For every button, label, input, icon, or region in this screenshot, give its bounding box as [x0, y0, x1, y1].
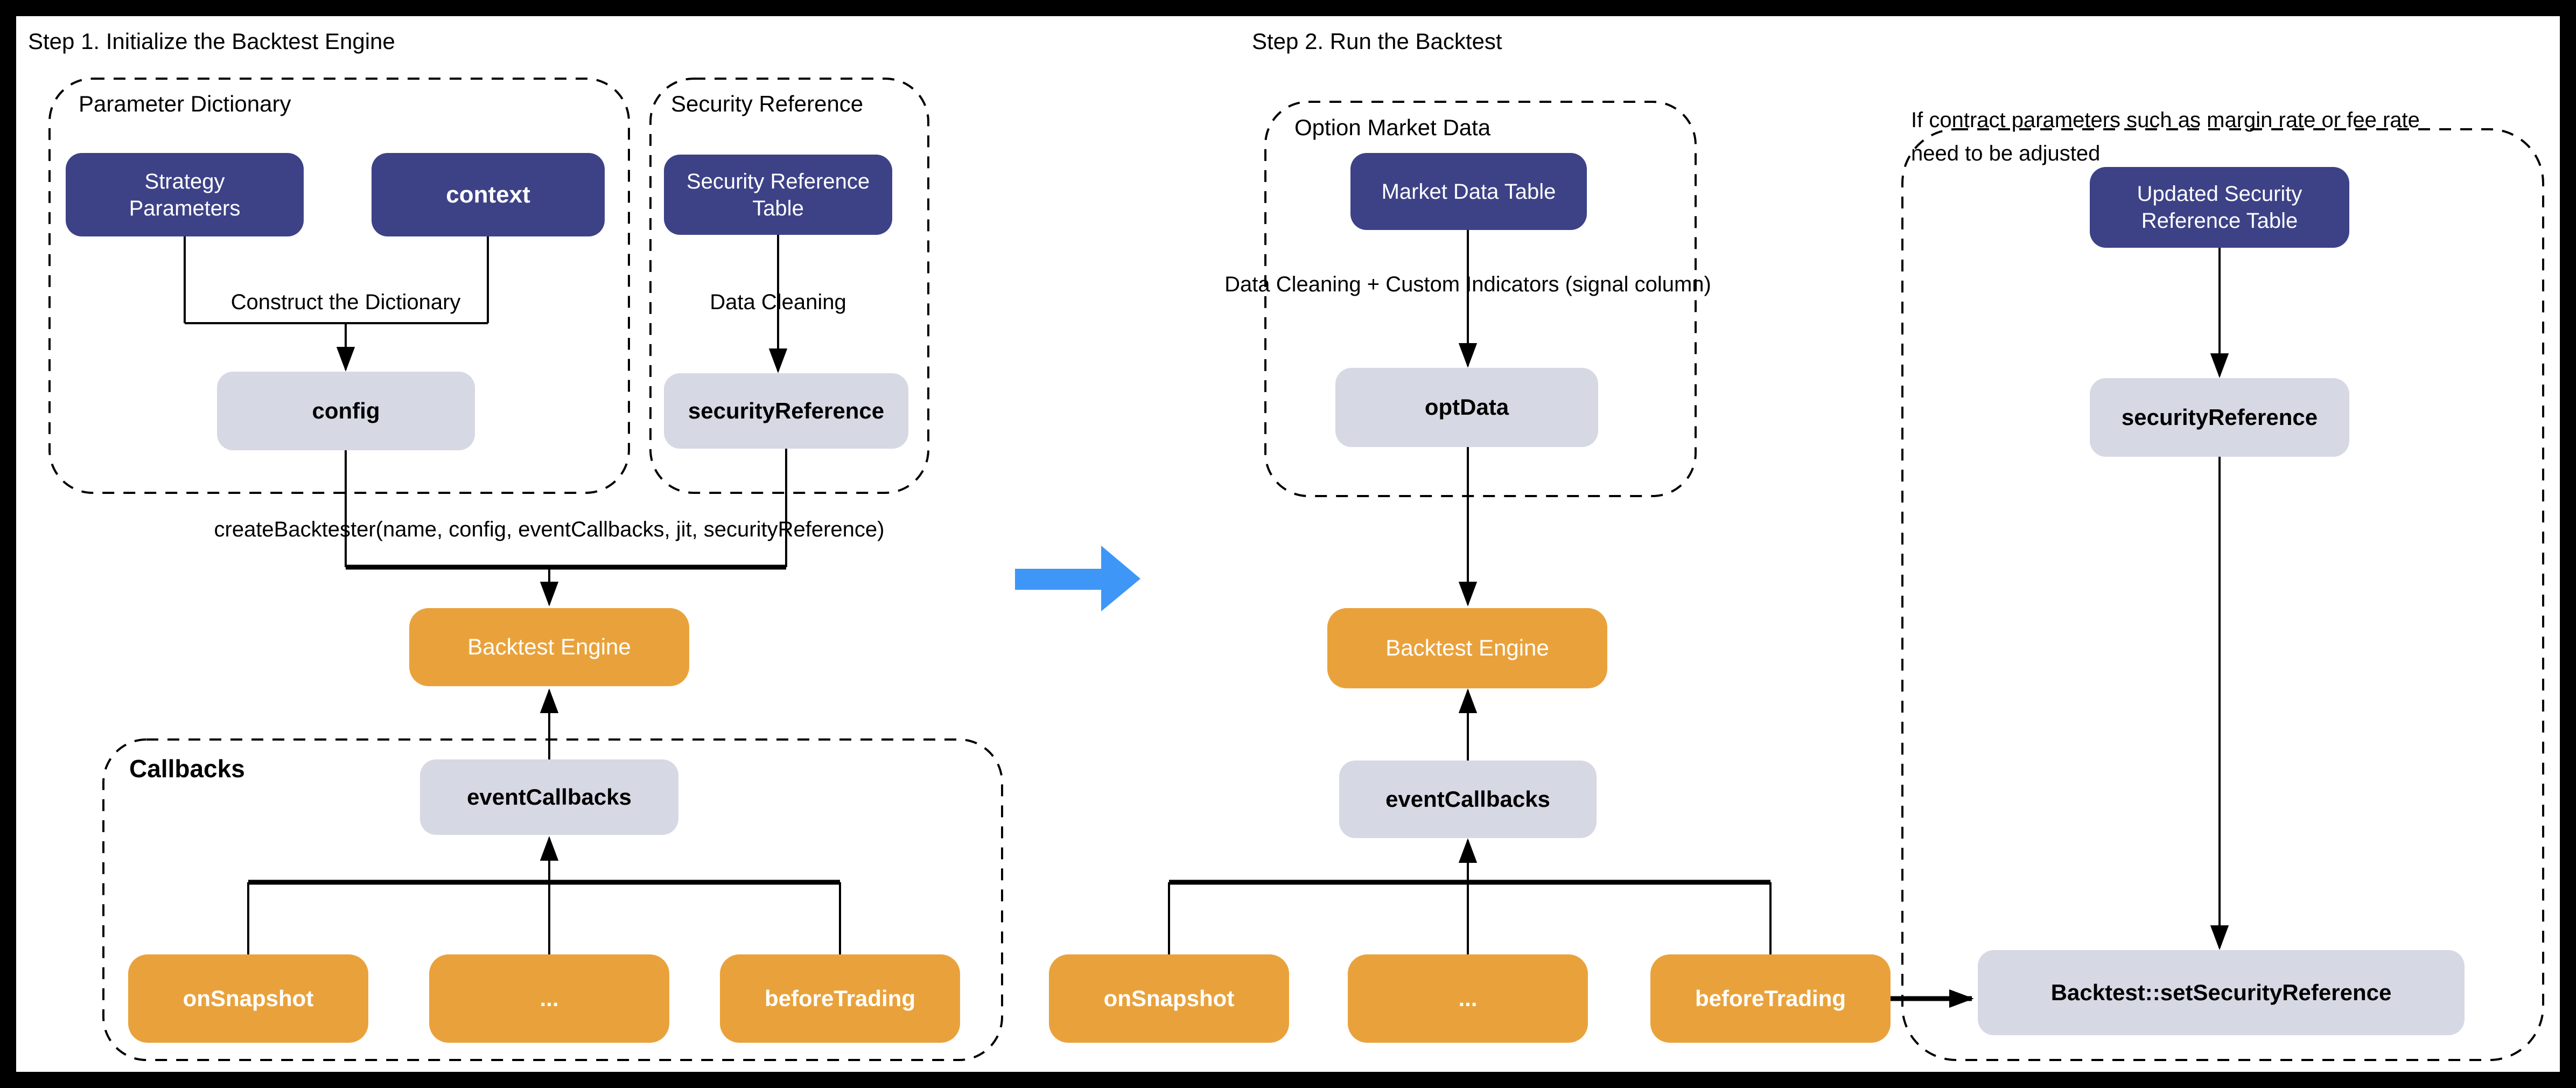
optdata-node: optData	[1335, 368, 1598, 447]
security-reference-node-step2: securityReference	[2090, 378, 2349, 457]
context-node: context	[372, 153, 605, 236]
group-option-market-data	[1264, 101, 1697, 497]
step2-title: Step 2. Run the Backtest	[1252, 29, 1502, 54]
strategy-parameters-node: Strategy Parameters	[66, 153, 304, 236]
config-node: config	[217, 372, 475, 450]
security-reference-result-node: securityReference	[664, 373, 908, 449]
create-backtester-call-label: createBacktester(name, config, eventCall…	[214, 518, 885, 541]
security-reference-result-text: securityReference	[688, 397, 885, 423]
market-data-table-text: Market Data Table	[1381, 179, 1556, 204]
set-security-reference-node: Backtest::setSecurityReference	[1978, 950, 2465, 1035]
security-reference-label: Security Reference	[671, 91, 864, 116]
beforetrading-text-step1: beforeTrading	[764, 985, 916, 1011]
option-market-data-label: Option Market Data	[1294, 115, 1491, 140]
security-reference-text-step2: securityReference	[2121, 404, 2318, 430]
backtest-engine-node-step2: Backtest Engine	[1327, 608, 1607, 688]
eventcallbacks-node-step1: eventCallbacks	[420, 759, 678, 835]
security-reference-table-text: Security Reference Table	[686, 169, 870, 220]
onsnapshot-text-step1: onSnapshot	[183, 985, 314, 1011]
ellipsis-node-step1: ...	[429, 954, 669, 1043]
beforetrading-node-step2: beforeTrading	[1650, 954, 1891, 1043]
parameter-dictionary-label: Parameter Dictionary	[79, 91, 291, 116]
backtest-engine-node-step1: Backtest Engine	[409, 608, 689, 686]
optdata-text: optData	[1424, 394, 1509, 420]
callbacks-label: Callbacks	[129, 755, 245, 783]
adjustment-note-line2: need to be adjusted	[1911, 142, 2101, 165]
group-security-reference	[649, 78, 929, 494]
strategy-parameters-text: Strategy Parameters	[129, 169, 241, 220]
set-security-reference-text: Backtest::setSecurityReference	[2050, 979, 2392, 1005]
eventcallbacks-text-step1: eventCallbacks	[467, 784, 632, 810]
group-callbacks	[102, 738, 1003, 1061]
group-parameter-dictionary	[48, 78, 630, 494]
backtest-engine-text-step1: Backtest Engine	[467, 634, 631, 660]
data-cleaning-label: Data Cleaning	[710, 290, 846, 314]
eventcallbacks-text-step2: eventCallbacks	[1385, 786, 1550, 812]
updated-security-reference-table-text: Updated Security Reference Table	[2137, 182, 2302, 233]
onsnapshot-text-step2: onSnapshot	[1103, 985, 1235, 1011]
eventcallbacks-node-step2: eventCallbacks	[1339, 761, 1597, 838]
group-adjustment-note	[1901, 128, 2544, 1061]
data-cleaning-indicators-label: Data Cleaning + Custom Indicators (signa…	[1224, 273, 1711, 296]
security-reference-table-node: Security Reference Table	[664, 155, 892, 235]
step1-title: Step 1. Initialize the Backtest Engine	[28, 29, 395, 54]
adjustment-note-line1: If contract parameters such as margin ra…	[1911, 108, 2420, 132]
onsnapshot-node-step1: onSnapshot	[128, 954, 368, 1043]
backtest-engine-text-step2: Backtest Engine	[1385, 635, 1549, 661]
ellipsis-text-step2: ...	[1458, 985, 1478, 1011]
context-text: context	[446, 182, 530, 208]
step-transition-arrow-icon	[1015, 546, 1140, 611]
config-text: config	[312, 397, 380, 423]
ellipsis-text-step1: ...	[540, 985, 559, 1011]
beforetrading-text-step2: beforeTrading	[1695, 985, 1846, 1011]
updated-security-reference-table-node: Updated Security Reference Table	[2090, 167, 2349, 248]
market-data-table-node: Market Data Table	[1350, 153, 1587, 230]
construct-dictionary-label: Construct the Dictionary	[230, 290, 461, 314]
beforetrading-node-step1: beforeTrading	[720, 954, 960, 1043]
ellipsis-node-step2: ...	[1348, 954, 1588, 1043]
onsnapshot-node-step2: onSnapshot	[1049, 954, 1289, 1043]
